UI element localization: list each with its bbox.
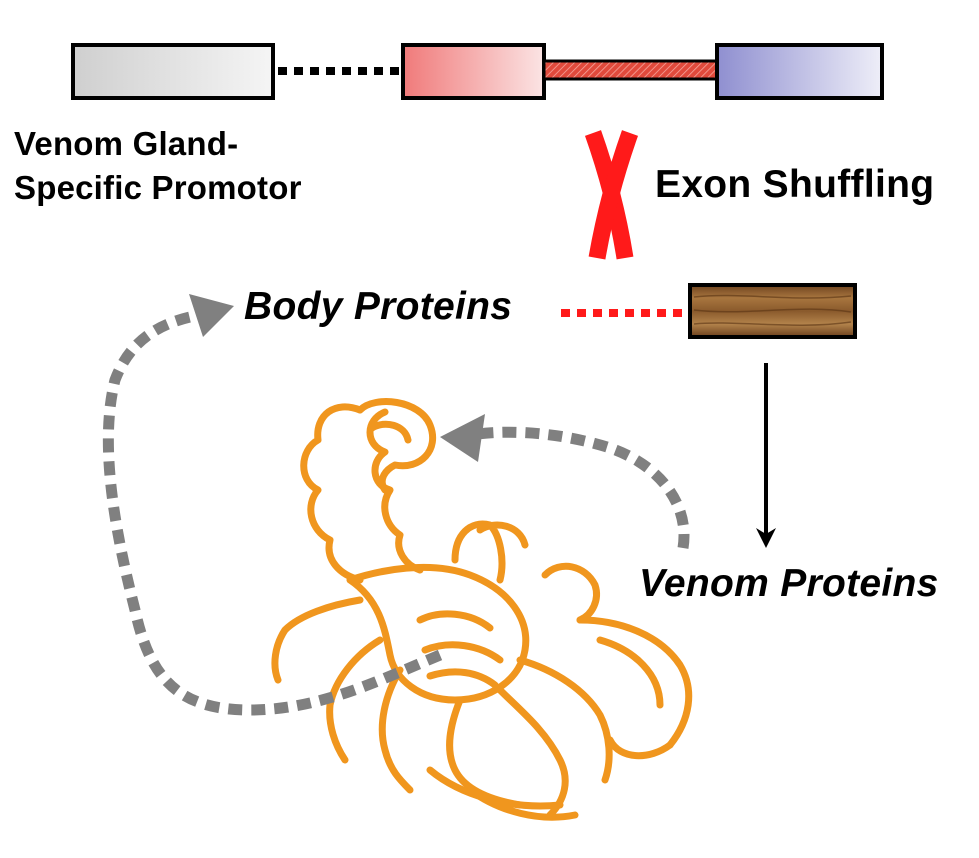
- exon-linker-bar: [542, 59, 719, 81]
- wood-grain: [693, 294, 852, 326]
- exon-blue-box: [715, 43, 884, 100]
- promoter-label: Venom Gland- Specific Promotor: [14, 122, 302, 209]
- body-proteins-label: Body Proteins: [244, 285, 513, 328]
- exon-red-box: [401, 43, 546, 100]
- recruitment-cycle-arrows: [102, 309, 690, 716]
- exon-shuffling-label: Exon Shuffling: [655, 163, 935, 206]
- scorpion-to-body-arrowhead: [189, 294, 234, 337]
- scorpion-to-body-arrow: [102, 309, 443, 716]
- promoter-label-line2: Specific Promotor: [14, 168, 302, 206]
- scorpion-illustration: [271, 398, 693, 821]
- venom-proteins-label: Venom Proteins: [639, 562, 939, 605]
- venom-to-scorpion-arrowhead: [440, 414, 485, 462]
- promoter-label-line1: Venom Gland-: [14, 125, 239, 162]
- promoter-box: [71, 43, 275, 100]
- venom-to-scorpion-arrow: [477, 426, 690, 549]
- x-crossover-icon: [584, 130, 639, 260]
